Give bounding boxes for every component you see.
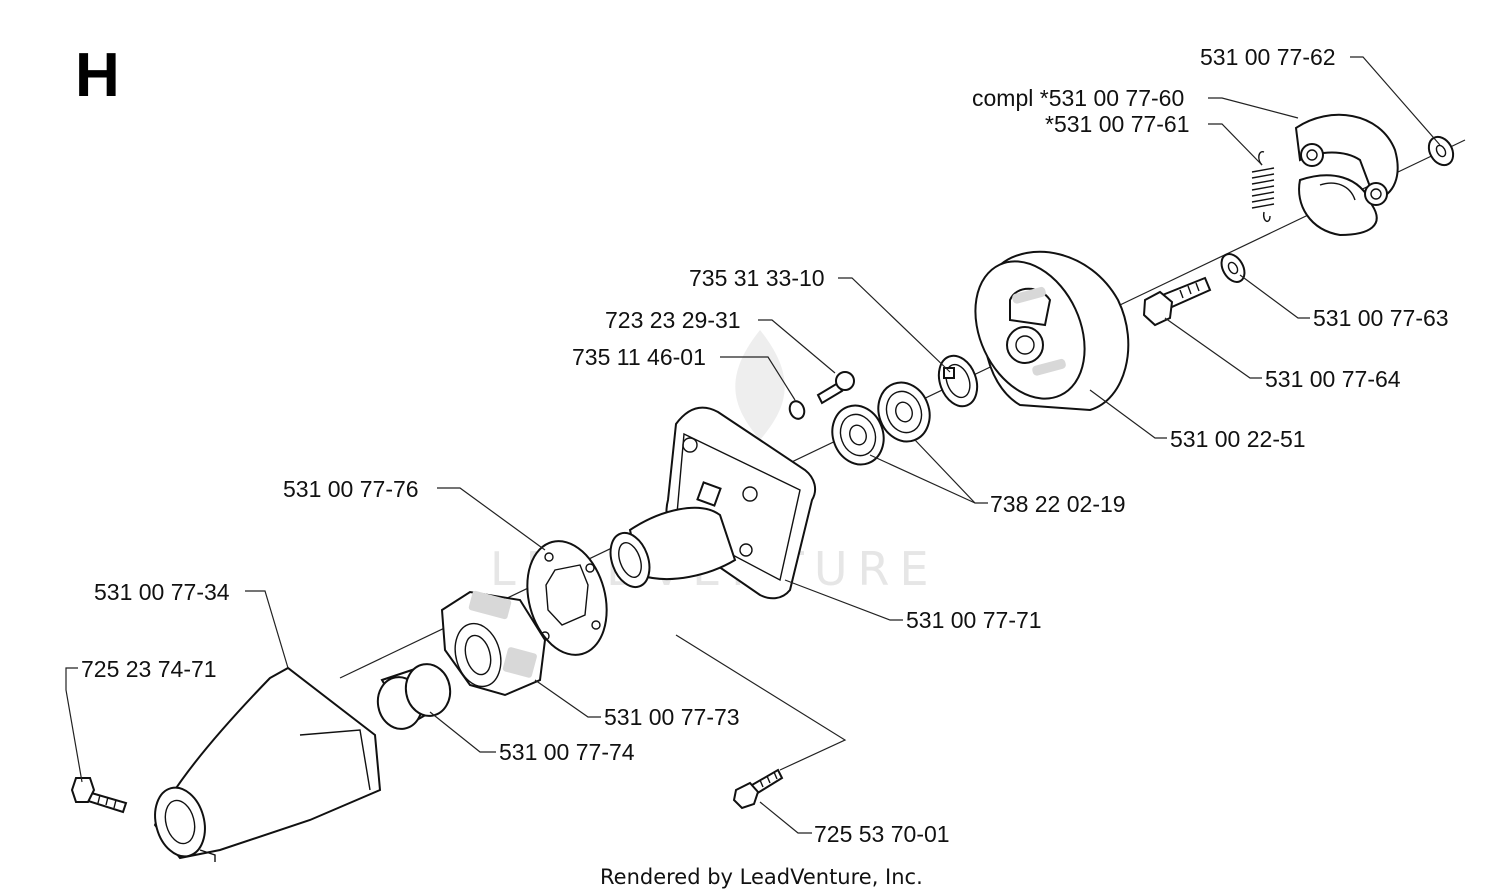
washer-735-icon: [788, 400, 806, 420]
watermark-flame-icon: [735, 330, 785, 440]
callout-735-31-33-10: 735 31 33-10: [689, 265, 825, 291]
callout-531-00-77-60: compl *531 00 77-60: [972, 85, 1184, 111]
callout-725-53-70-01: 725 53 70-01: [814, 821, 950, 847]
callout-531-00-77-73: 531 00 77-73: [604, 704, 740, 730]
section-letter: H: [75, 41, 120, 110]
clutch-spring-icon: [1251, 151, 1275, 223]
callout-531-00-77-74: 531 00 77-74: [499, 739, 635, 765]
shoulder-bolt-icon: [1142, 276, 1212, 327]
washer-63-icon: [1220, 253, 1246, 283]
callout-738-22-02-19: 738 22 02-19: [990, 491, 1126, 517]
clutch-shoes-icon: [1294, 113, 1399, 237]
screw-723-icon: [816, 371, 855, 405]
gear-housing-icon: [153, 666, 382, 862]
retaining-ring-icon: [937, 354, 979, 408]
drive-coupling-icon: [440, 590, 547, 697]
callout-531-00-77-63: 531 00 77-63: [1313, 305, 1449, 331]
clutch-housing-icon: [609, 406, 817, 600]
washer-62-icon: [1427, 135, 1455, 167]
footer-credit: Rendered by LeadVenture, Inc.: [600, 865, 923, 889]
callout-531-00-77-71: 531 00 77-71: [906, 607, 1042, 633]
callout-531-00-77-61: *531 00 77-61: [1045, 111, 1190, 137]
gasket-plate-icon: [526, 540, 608, 656]
callout-531-00-22-51: 531 00 22-51: [1170, 426, 1306, 452]
bolt-725-23-icon: [70, 777, 128, 814]
callout-531-00-77-62: 531 00 77-62: [1200, 44, 1336, 70]
ball-bearing-2-icon: [831, 404, 885, 466]
leader-lines: [65, 56, 1441, 834]
callout-531-00-77-76: 531 00 77-76: [283, 476, 419, 502]
callout-531-00-77-34: 531 00 77-34: [94, 579, 230, 605]
callout-735-11-46-01: 735 11 46-01: [572, 344, 706, 370]
callout-725-23-74-71: 725 23 74-71: [81, 656, 217, 682]
clutch-drum-icon: [974, 250, 1130, 412]
bushing-icon: [376, 663, 452, 730]
callout-723-23-29-31: 723 23 29-31: [605, 307, 741, 333]
ball-bearing-1-icon: [877, 381, 931, 443]
bolt-725-53-icon: [732, 768, 784, 810]
callout-531-00-77-64: 531 00 77-64: [1265, 366, 1401, 392]
